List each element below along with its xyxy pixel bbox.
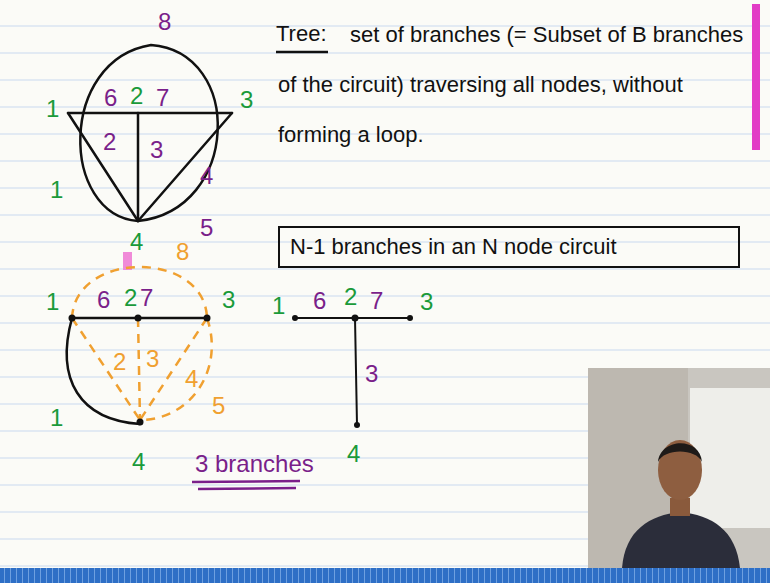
webcam-inset (588, 368, 770, 568)
node-number: 2 (130, 82, 143, 110)
node-number: 3 (222, 286, 235, 314)
node-number: 1 (50, 176, 63, 204)
ruled-paper (0, 0, 770, 568)
branch-number: 5 (200, 214, 213, 242)
underline (276, 51, 328, 54)
node-number: 1 (46, 95, 59, 123)
branch-number: 2 (113, 348, 126, 376)
tree-graph (67, 318, 207, 424)
branch-number: 7 (156, 84, 169, 112)
cotree-dashed (72, 267, 212, 420)
heading: Tree: (276, 20, 327, 48)
node-number: 3 (240, 86, 253, 114)
node-number: 4 (130, 228, 143, 256)
annotation: 3 branches (195, 450, 314, 478)
branch-number: 3 (365, 360, 378, 388)
branch-number: 4 (185, 365, 198, 393)
branch-number: 3 (146, 345, 159, 373)
node-number: 1 (50, 404, 63, 432)
node-number: 4 (132, 448, 145, 476)
node-number: 2 (344, 283, 357, 311)
branch-number: 3 (150, 136, 163, 164)
branch-number: 2 (103, 128, 116, 156)
node-number: 4 (347, 440, 360, 468)
branch-number: 4 (200, 162, 213, 190)
definition-text: set of branches (= Subset of B branches … (278, 10, 748, 160)
branch-number: 8 (176, 238, 189, 266)
branch-number: 5 (212, 392, 225, 420)
node-number: 2 (124, 284, 137, 312)
circuit-graph (68, 45, 232, 221)
graph-dots (69, 315, 211, 426)
tree-graph (295, 318, 410, 425)
scroll-marker (752, 4, 760, 150)
branch-number: 8 (158, 8, 171, 36)
branch-number: 7 (140, 284, 153, 312)
node-number: 1 (46, 288, 59, 316)
branch-number: 6 (97, 286, 110, 314)
node-number: 1 (272, 292, 285, 320)
status-bar (0, 568, 770, 583)
branch-number: 6 (313, 287, 326, 315)
double-underline (192, 481, 300, 489)
branch-number: 7 (370, 287, 383, 315)
graph-dots (292, 315, 413, 429)
branch-number: 6 (104, 84, 117, 112)
boxed-note: N-1 branches in an N node circuit (278, 226, 740, 268)
node-number: 3 (420, 288, 433, 316)
note-text: N-1 branches in an N node circuit (290, 234, 617, 259)
